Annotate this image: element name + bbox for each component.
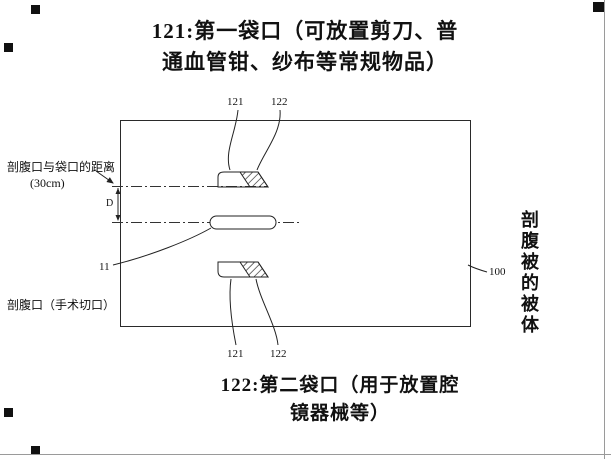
scan-artifact-mark: [4, 43, 13, 52]
drape-body-rectangle: [120, 120, 471, 327]
distance-value: (30cm): [30, 176, 65, 190]
distance-label: 剖腹口与袋口的距离: [7, 160, 116, 174]
scan-border-right: [604, 0, 605, 459]
ref-label-top-121: 121: [227, 96, 244, 108]
figure-caption-line2: 镜器械等）: [289, 403, 390, 424]
incision-label: 剖腹口（手术切口）: [7, 298, 116, 312]
ref-label-11: 11: [99, 261, 110, 273]
d-dimension-label: D: [106, 198, 114, 209]
ref-label-bottom-121: 121: [227, 348, 244, 360]
scan-artifact-mark: [593, 2, 605, 12]
ref-label-100: 100: [489, 266, 506, 278]
scan-artifact-mark: [4, 408, 13, 417]
drape-body-vertical-label: 剖腹被的被体: [519, 210, 539, 336]
figure-title-line1: 121:第一袋口（可放置剪刀、普: [151, 19, 459, 43]
scan-artifact-mark: [31, 446, 40, 455]
figure-title: 121:第一袋口（可放置剪刀、普 通血管钳、纱布等常规物品）: [85, 16, 525, 78]
scan-artifact-mark: [31, 5, 40, 14]
ref-label-bottom-122: 122: [270, 348, 287, 360]
figure-caption-line1: 122:第二袋口（用于放置腔: [220, 375, 460, 396]
figure-caption: 122:第二袋口（用于放置腔 镜器械等）: [175, 372, 505, 428]
figure-title-line2: 通血管钳、纱布等常规物品）: [162, 50, 448, 74]
scan-border-bottom: [0, 454, 611, 455]
ref-label-top-122: 122: [271, 96, 288, 108]
